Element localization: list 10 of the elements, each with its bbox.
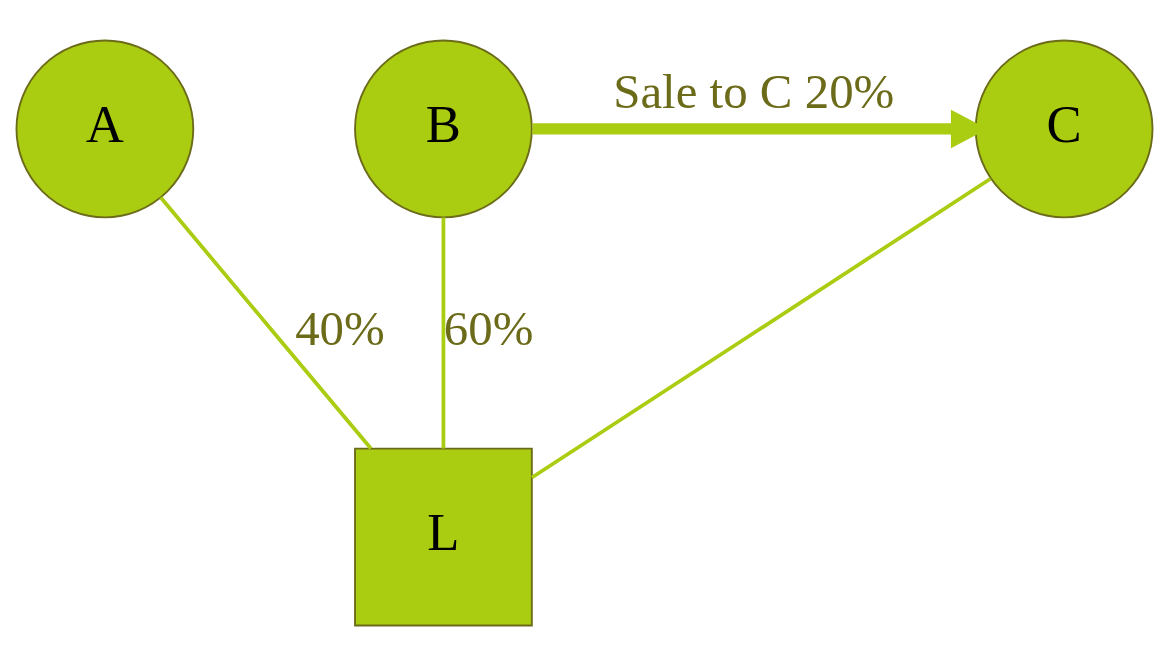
edge-label: 40% — [295, 300, 385, 356]
node-box: L — [354, 447, 533, 626]
node-circle: B — [354, 39, 533, 218]
edge-label: Sale to C 20% — [613, 63, 895, 119]
node-circle: A — [15, 39, 195, 218]
connector — [159, 195, 373, 450]
node-circle: C — [974, 39, 1154, 218]
edge-label: 60% — [443, 300, 534, 356]
connector — [441, 217, 446, 449]
connector — [530, 176, 992, 479]
